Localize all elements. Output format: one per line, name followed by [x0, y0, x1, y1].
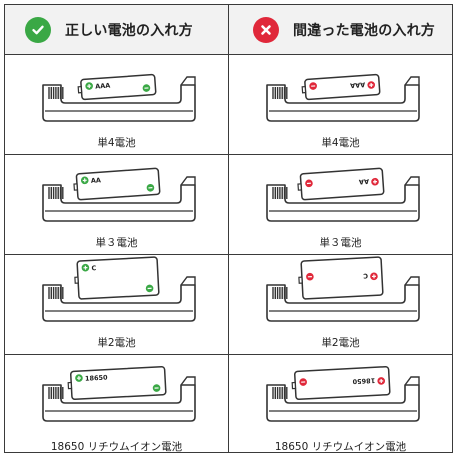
battery-correct: AAA [77, 73, 157, 101]
battery-reversed: 18650 [291, 365, 391, 401]
minus-terminal-icon [152, 384, 161, 392]
plus-terminal-icon [75, 374, 83, 382]
plus-terminal-icon [377, 377, 386, 385]
plus-terminal-icon [81, 263, 90, 272]
battery-reversed: C [298, 256, 384, 300]
header-wrong: 間違った電池の入れ方 [229, 5, 452, 54]
x-circle-icon [253, 16, 279, 43]
plus-terminal-icon [367, 81, 376, 89]
comparison-table: 正しい電池の入れ方 間違った電池の入れ方 AAA 単4電池 AAA 単4電池 AA 単３電… [4, 4, 453, 453]
wrong-example-cell: AA 単３電池 [229, 155, 452, 254]
column-divider [228, 5, 229, 452]
charger-illustration: C [42, 256, 196, 322]
correct-example-cell: C 単2電池 [5, 255, 228, 354]
battery-charger [42, 276, 196, 322]
plus-terminal-icon [80, 176, 89, 185]
wrong-example-cell: 18650 18650 リチウムイオン電池 [229, 355, 452, 454]
cell-caption: 単３電池 [319, 237, 362, 249]
plus-terminal-icon [371, 177, 379, 186]
minus-terminal-icon [305, 179, 313, 188]
battery-charger [266, 276, 420, 322]
battery-reversed: AAA [301, 73, 381, 101]
correct-example-cell: AA 単３電池 [5, 155, 228, 254]
cell-caption: 単３電池 [95, 237, 138, 249]
minus-terminal-icon [299, 378, 307, 386]
minus-terminal-icon [309, 82, 317, 90]
charger-illustration: 18650 [42, 365, 196, 422]
header-wrong-title: 間違った電池の入れ方 [293, 22, 435, 39]
cell-caption: 18650 リチウムイオン電池 [50, 441, 183, 453]
cell-caption: 単2電池 [97, 337, 136, 349]
battery-charger [42, 76, 196, 122]
battery-correct: C [74, 256, 160, 300]
battery-label: AAA [95, 82, 111, 91]
charger-illustration: 18650 [266, 365, 420, 422]
battery-label: 18650 [352, 376, 375, 385]
row-divider [5, 354, 452, 355]
charger-illustration: AA [42, 167, 196, 222]
battery-correct: 18650 [67, 365, 167, 401]
battery-label: AAA [350, 80, 366, 89]
battery-label: C [363, 272, 368, 280]
wrong-example-cell: C 単2電池 [229, 255, 452, 354]
correct-example-cell: 18650 18650 リチウムイオン電池 [5, 355, 228, 454]
minus-terminal-icon [306, 272, 314, 281]
charger-illustration: AA [266, 167, 420, 222]
plus-terminal-icon [370, 272, 378, 281]
battery-label: C [91, 264, 96, 272]
battery-charger [266, 376, 420, 422]
row-divider [5, 254, 452, 255]
minus-terminal-icon [146, 183, 155, 192]
plus-terminal-icon [85, 82, 93, 90]
battery-reversed: AA [297, 167, 385, 201]
minus-terminal-icon [145, 284, 154, 293]
charger-illustration: C [266, 256, 420, 322]
battery-charger [42, 376, 196, 422]
battery-correct: AA [73, 167, 161, 201]
battery-label: AA [359, 177, 370, 186]
battery-charger [266, 176, 420, 222]
battery-charger [42, 176, 196, 222]
battery-charger [266, 76, 420, 122]
battery-label: AA [91, 176, 102, 185]
charger-illustration: AAA [42, 73, 196, 122]
cell-caption: 単2電池 [321, 337, 360, 349]
cell-caption: 単4電池 [97, 137, 136, 149]
charger-illustration: AAA [266, 73, 420, 122]
cell-caption: 18650 リチウムイオン電池 [274, 441, 407, 453]
minus-terminal-icon [142, 84, 151, 92]
header-correct: 正しい電池の入れ方 [5, 5, 228, 54]
header-correct-title: 正しい電池の入れ方 [65, 22, 193, 39]
cell-caption: 単4電池 [321, 137, 360, 149]
check-circle-icon [25, 16, 51, 43]
row-divider [5, 154, 452, 155]
correct-example-cell: AAA 単4電池 [5, 55, 228, 154]
wrong-example-cell: AAA 単4電池 [229, 55, 452, 154]
battery-label: 18650 [85, 374, 108, 383]
